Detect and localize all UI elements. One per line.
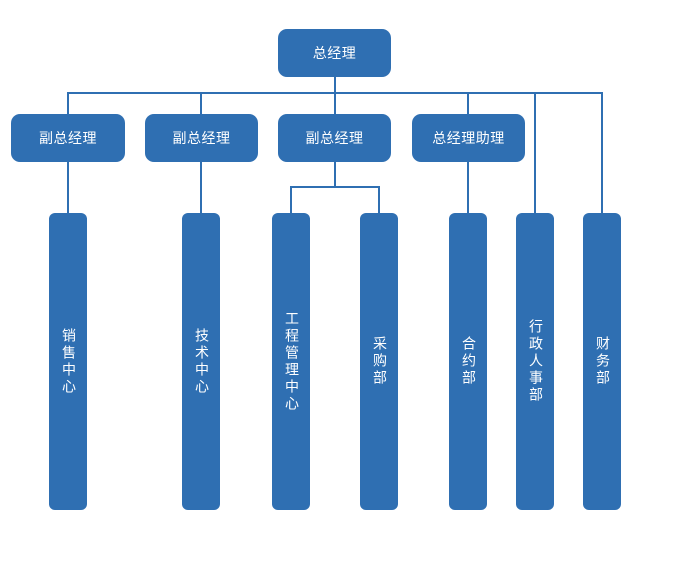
connector-finance-drop bbox=[601, 92, 603, 214]
box-deputy-gm-1: 副总经理 bbox=[11, 114, 125, 162]
connector-engineering-drop bbox=[290, 186, 292, 214]
connector-admin-drop bbox=[534, 92, 536, 214]
box-procurement: 采购部 bbox=[360, 213, 398, 510]
connector-root-down bbox=[334, 76, 336, 94]
box-sales-center: 销售中心 bbox=[49, 213, 87, 510]
connector-assistant-up bbox=[467, 92, 469, 114]
connector-vp2-down bbox=[200, 162, 202, 214]
connector-procurement-drop bbox=[378, 186, 380, 214]
box-admin-hr: 行政人事部 bbox=[516, 213, 554, 510]
connector-vp3-bus bbox=[290, 186, 380, 188]
connector-assistant-down bbox=[467, 162, 469, 214]
box-deputy-gm-3: 副总经理 bbox=[278, 114, 391, 162]
box-tech-center: 技术中心 bbox=[182, 213, 220, 510]
box-finance: 财务部 bbox=[583, 213, 621, 510]
connector-vp1-up bbox=[67, 92, 69, 114]
box-engineering-center: 工程管理中心 bbox=[272, 213, 310, 510]
box-deputy-gm-2: 副总经理 bbox=[145, 114, 258, 162]
connector-vp3-down bbox=[334, 162, 336, 187]
connector-vp2-up bbox=[200, 92, 202, 114]
box-general-manager: 总经理 bbox=[278, 29, 391, 77]
box-contracts: 合约部 bbox=[449, 213, 487, 510]
connector-vp3-up bbox=[334, 92, 336, 114]
box-gm-assistant: 总经理助理 bbox=[412, 114, 525, 162]
connector-vp1-down bbox=[67, 162, 69, 214]
